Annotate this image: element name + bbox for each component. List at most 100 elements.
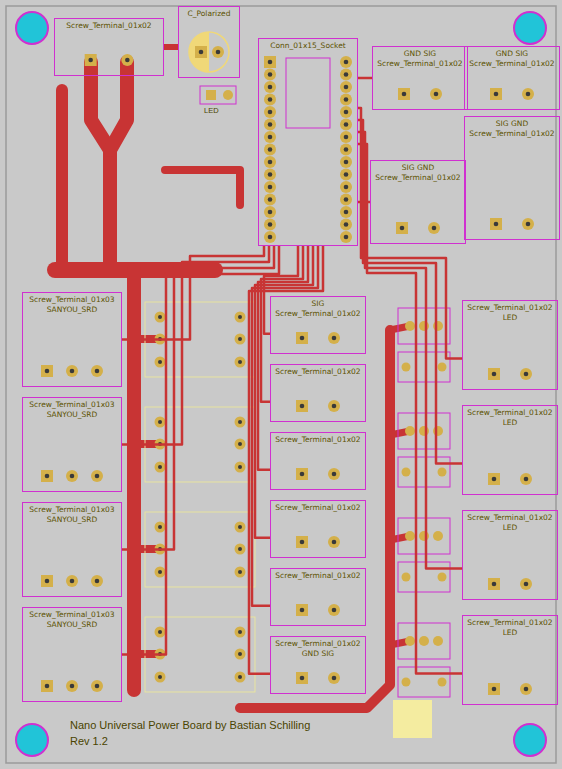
drill-hole [238,442,242,446]
pad [340,231,352,243]
drill-hole [344,172,349,177]
drill-hole [494,92,499,97]
pad [155,417,166,428]
resistor-outline [398,667,450,697]
relay: Screw_Terminal_01x03SANYOU_SRD [22,502,122,597]
pad [195,46,207,58]
pad [264,219,276,231]
drill-hole [268,72,273,77]
drill-hole [524,477,529,482]
mounting-holes [16,12,546,756]
copper-pad [393,700,432,738]
copper-trace [358,132,462,569]
pad [235,462,246,473]
screw-terminal: Screw_Terminal_01x02 [270,568,366,626]
capacitor-polarity [189,32,209,72]
pad [264,144,276,156]
led-outline [200,86,236,104]
pad [433,636,443,646]
pad [405,636,415,646]
drill-hole [344,222,349,227]
board-title: Nano Universal Power Board by Bastian Sc… [70,719,310,731]
silkscreen-text: Screw_Terminal_01x02 [469,59,554,69]
pad [235,544,246,555]
pad [402,573,411,582]
pad [296,536,308,548]
pad [396,222,408,234]
mosfet-outline [398,413,450,449]
screw-terminal: Screw_Terminal_01x02 [270,500,366,558]
drill-hole [238,315,242,319]
drill-hole [344,110,349,115]
drill-hole [70,369,75,374]
led-terminal: Screw_Terminal_01x02LED [462,300,558,390]
pad [328,604,340,616]
pad [296,332,308,344]
silkscreen-text: Screw_Terminal_01x03 [29,295,114,305]
pad [328,400,340,412]
silkscreen-text: Screw_Terminal_01x02 [467,303,552,313]
drill-hole [158,525,162,529]
drill-hole [344,210,349,215]
silkscreen-text: LED [503,628,518,638]
pad [402,678,411,687]
drill-hole [268,122,273,127]
resistor-outline [398,562,450,592]
silkscreen-text: Screw_Terminal_01x02 [275,309,360,319]
resistor-outline [398,457,450,487]
drill-hole [238,420,242,424]
pad [340,131,352,143]
pad [296,672,308,684]
pad [206,90,216,100]
drill-hole [332,608,337,613]
pad [264,156,276,168]
pad [328,332,340,344]
power-bus [240,330,390,708]
drill-hole [300,676,305,681]
drill-hole [332,540,337,545]
drill-hole [45,579,50,584]
drill-hole [268,235,273,240]
drill-hole [492,582,497,587]
silkscreen-text: Screw_Terminal_01x03 [29,400,114,410]
pad [340,206,352,218]
drill-hole [344,235,349,240]
drill-hole [268,197,273,202]
pad [438,468,447,477]
mounting-hole [16,724,48,756]
pad [340,181,352,193]
pad [223,90,233,100]
pad [419,636,429,646]
pad [66,365,78,377]
silkscreen-text: Screw_Terminal_01x02 [275,571,360,581]
led-terminal: Screw_Terminal_01x02LED [462,510,558,600]
pad [340,94,352,106]
pad [264,56,276,68]
drill-hole [344,135,349,140]
drill-hole [344,85,349,90]
silkscreen-text: Screw_Terminal_01x02 [467,618,552,628]
pad [235,522,246,533]
pad [522,88,534,100]
screw-terminal: SIG GNDScrew_Terminal_01x02 [370,160,466,244]
drill-hole [268,210,273,215]
pad [340,56,352,68]
silkscreen-text: SIG GND [496,119,528,129]
capacitor-outline [189,32,229,72]
drill-hole [524,687,529,692]
socket-header: Conn_01x15_Socket [258,38,358,246]
pad [66,470,78,482]
pad [520,368,532,380]
power-trace [91,62,110,262]
silkscreen-text: Screw_Terminal_01x02 [375,173,460,183]
drill-hole [492,372,497,377]
relay: Screw_Terminal_01x03SANYOU_SRD [22,292,122,387]
pad [328,672,340,684]
screw-terminal: SIGScrew_Terminal_01x02 [270,296,366,354]
drill-hole [268,110,273,115]
drill-hole [268,60,273,65]
drill-hole [70,579,75,584]
pad [328,468,340,480]
drill-hole [492,687,497,692]
